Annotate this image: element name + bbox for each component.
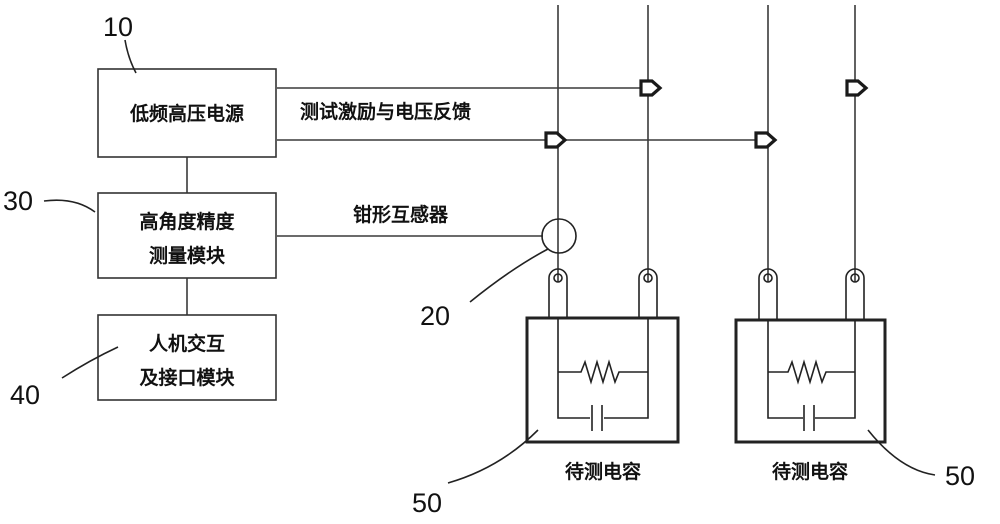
ref-number-40: 40 bbox=[10, 380, 40, 410]
hmi-label-line1: 人机交互 bbox=[149, 332, 225, 355]
ref-number-50-right: 50 bbox=[945, 461, 975, 491]
excitation-feedback-label: 测试激励与电压反馈 bbox=[300, 100, 471, 123]
capacitor-right-label: 待测电容 bbox=[772, 460, 848, 483]
clamp-ct-label: 钳形互感器 bbox=[353, 203, 449, 226]
measure-module-block bbox=[97, 192, 277, 279]
ref-number-30: 30 bbox=[3, 186, 33, 216]
connector-lower-right bbox=[754, 131, 778, 149]
clamp-ct-circle bbox=[541, 218, 577, 254]
leader-50-right bbox=[867, 429, 936, 476]
measure-module-label-line1: 高角度精度 bbox=[139, 210, 235, 233]
leader-50-left bbox=[447, 429, 539, 484]
leader-20 bbox=[469, 248, 549, 303]
leader-30 bbox=[43, 199, 96, 213]
hmi-label-line2: 及接口模块 bbox=[139, 366, 235, 389]
ref-number-10: 10 bbox=[103, 12, 133, 42]
power-supply-label: 低频高压电源 bbox=[129, 102, 244, 125]
ref-number-50-left: 50 bbox=[412, 488, 442, 518]
capacitor-left-label: 待测电容 bbox=[565, 460, 641, 483]
rc-network-left bbox=[557, 318, 649, 431]
connector-upper-left bbox=[639, 79, 663, 97]
connector-upper-right bbox=[845, 79, 869, 97]
terminal-clips bbox=[548, 268, 865, 320]
connector-lower-left bbox=[544, 131, 568, 149]
power-supply-block bbox=[97, 68, 277, 158]
measure-module-label-line2: 测量模块 bbox=[149, 244, 226, 267]
leader-10 bbox=[124, 39, 137, 74]
ref-number-20: 20 bbox=[420, 301, 450, 331]
leader-40 bbox=[61, 346, 119, 379]
rc-network-right bbox=[767, 320, 856, 431]
